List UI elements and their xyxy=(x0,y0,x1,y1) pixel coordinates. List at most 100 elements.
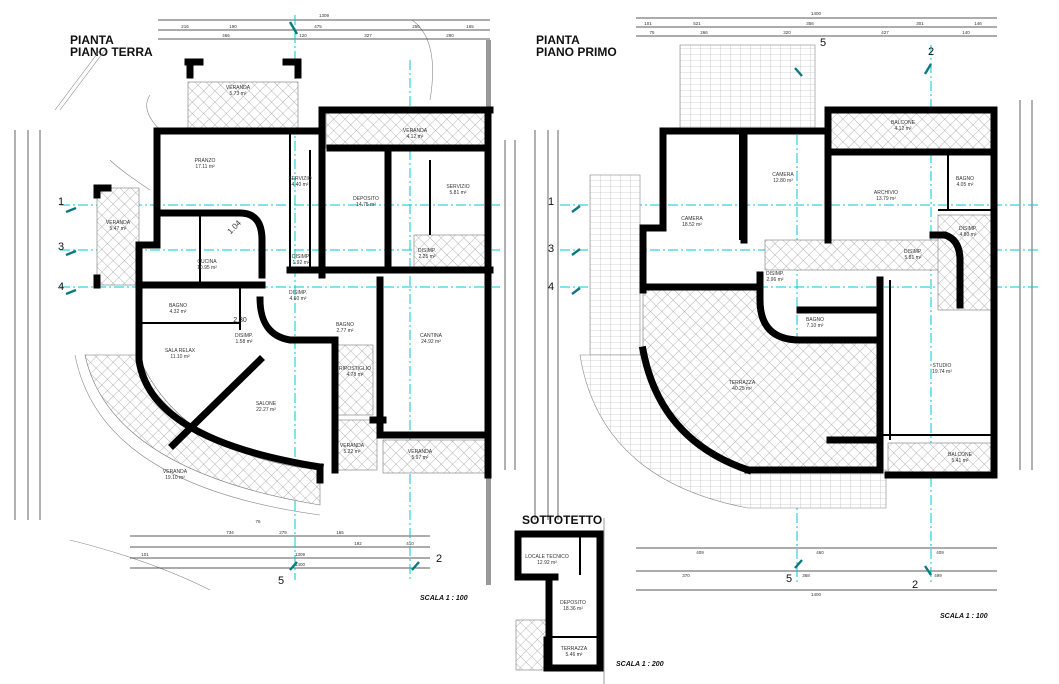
room-area: 12.92 m² xyxy=(537,560,557,566)
svg-text:1400: 1400 xyxy=(811,592,822,597)
room-name: DISIMP. xyxy=(292,254,310,260)
room-name: DISIMP. xyxy=(904,249,922,255)
svg-text:120: 120 xyxy=(299,33,307,38)
roof-tiles xyxy=(589,174,641,361)
room-area: 5.46 m² xyxy=(566,652,583,658)
room-name: STUDIO xyxy=(933,363,952,369)
svg-text:521: 521 xyxy=(693,21,701,26)
room-name: BAGNO xyxy=(169,303,187,309)
room-name: ARCHIVIO xyxy=(874,190,898,196)
svg-text:140: 140 xyxy=(962,30,970,35)
svg-text:1400: 1400 xyxy=(295,562,306,567)
top-dimensions: 1400 101 521 356 301 146 75 266 320 427 … xyxy=(636,11,997,37)
room-name: PRANZO xyxy=(195,158,216,164)
first-floor-scale: SCALA 1 : 100 xyxy=(940,613,988,620)
room-area: 17.11 m² xyxy=(195,164,215,170)
room-name: SERVIZIO xyxy=(288,176,311,182)
room-name: VERANDA xyxy=(226,85,251,91)
ground-floor-walls xyxy=(93,58,494,484)
room-area: 5.73 m² xyxy=(230,91,247,97)
room-area: 18.36 m² xyxy=(563,606,583,612)
ground-floor-scale: SCALA 1 : 100 xyxy=(420,595,468,602)
svg-text:427: 427 xyxy=(881,30,889,35)
room-area: 1.92 m² xyxy=(293,260,310,266)
room-area: 2.25 m² xyxy=(419,254,436,260)
svg-text:165: 165 xyxy=(466,24,474,29)
room-area: 4.80 m² xyxy=(960,232,977,238)
svg-text:734: 734 xyxy=(226,530,234,535)
axis-label: 4 xyxy=(548,281,554,293)
veranda-left xyxy=(96,187,140,286)
room-name: CAMERA xyxy=(772,172,794,178)
room-name: RIPOSTIGLIO xyxy=(339,366,371,372)
disimp-hatch xyxy=(764,239,966,271)
site-line xyxy=(69,539,211,591)
roof-tiles xyxy=(679,44,816,131)
svg-text:460: 460 xyxy=(816,550,824,555)
room-area: 5.41 m² xyxy=(952,458,969,464)
room-name: DISIMP. xyxy=(766,271,784,277)
svg-text:1400: 1400 xyxy=(811,11,822,16)
svg-text:499: 499 xyxy=(934,573,942,578)
room-area: 19.74 m² xyxy=(932,369,952,375)
svg-text:320: 320 xyxy=(783,30,791,35)
room-area: 5.81 m² xyxy=(905,255,922,261)
room-area: 2.96 m² xyxy=(767,277,784,283)
svg-text:475: 475 xyxy=(314,24,322,29)
room-name: VERANDA xyxy=(340,443,365,449)
ground-floor-plan: PIANTA PIANO TERRA 1309 216 190 475 256 … xyxy=(14,13,516,602)
room-name: DISIMP. xyxy=(235,333,253,339)
veranda-top xyxy=(187,81,299,133)
axis-label: 5 xyxy=(278,575,284,587)
svg-text:216: 216 xyxy=(181,24,189,29)
svg-text:190: 190 xyxy=(229,24,237,29)
room-name: BAGNO xyxy=(956,176,974,182)
svg-text:409: 409 xyxy=(696,550,704,555)
svg-text:327: 327 xyxy=(364,33,372,38)
room-area: 5.47 m² xyxy=(110,226,127,232)
room-name: TERRAZZA xyxy=(561,646,588,652)
veranda-right-bottom xyxy=(382,439,488,474)
room-area: 12.80 m² xyxy=(773,178,793,184)
svg-text:101: 101 xyxy=(141,552,149,557)
room-area: 2.77 m² xyxy=(337,328,354,334)
room-name: SALA RELAX xyxy=(165,348,196,354)
svg-text:146: 146 xyxy=(974,21,982,26)
room-area: 11.10 m² xyxy=(170,354,190,360)
room-area: 18.52 m² xyxy=(682,222,702,228)
room-name: BAGNO xyxy=(336,322,354,328)
first-floor-walls xyxy=(638,106,998,479)
room-area: 4.12 m² xyxy=(407,134,424,140)
room-area: 22.27 m² xyxy=(256,407,276,413)
svg-text:466: 466 xyxy=(222,33,230,38)
svg-text:290: 290 xyxy=(446,33,454,38)
room-area: 5.22 m² xyxy=(344,449,361,455)
axis-label: 1 xyxy=(58,196,64,208)
room-area: 5.97 m² xyxy=(412,455,429,461)
room-area: 4.32 m² xyxy=(170,309,187,315)
axis-label: 4 xyxy=(58,281,64,293)
svg-text:356: 356 xyxy=(806,21,814,26)
first-floor-title-line1: PIANTA xyxy=(536,33,580,47)
svg-text:101: 101 xyxy=(644,21,652,26)
room-area: 13.79 m² xyxy=(876,196,896,202)
attic-hatch xyxy=(515,619,547,671)
svg-text:266: 266 xyxy=(700,30,708,35)
balcone-bottom xyxy=(887,442,995,474)
veranda-right-top xyxy=(325,112,487,149)
axis-label: 5 xyxy=(820,37,826,49)
first-floor-title-line2: PIANO PRIMO xyxy=(536,45,617,59)
svg-text:1309: 1309 xyxy=(295,552,306,557)
room-name: DISIMP. xyxy=(418,248,436,254)
first-floor-plan: PIANTA PIANO PRIMO 1400 101 521 356 301 … xyxy=(534,11,1040,620)
room-name: BALCONE xyxy=(948,452,973,458)
room-name: SALONE xyxy=(256,401,277,407)
arc-radius-label: 2.30 xyxy=(233,317,247,324)
top-dimensions: 1309 216 190 475 256 165 466 120 327 290 xyxy=(158,13,490,40)
svg-text:76: 76 xyxy=(255,519,261,524)
room-name: DISIMP. xyxy=(289,290,307,296)
ground-floor-title-line2: PIANO TERRA xyxy=(70,45,153,59)
axis-label: 2 xyxy=(912,579,918,591)
